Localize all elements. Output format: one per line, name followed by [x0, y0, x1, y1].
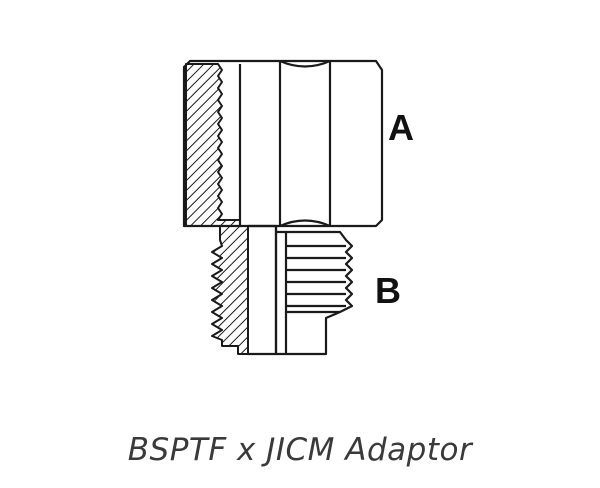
lower-stem-outline	[248, 224, 278, 356]
lower-section-hatch	[211, 225, 249, 355]
fitting-outline	[182, 59, 384, 356]
figure-caption: BSPTF x JICM Adaptor	[127, 432, 473, 468]
hex-chamfer-bottom	[279, 219, 331, 228]
label-a: A	[388, 107, 414, 148]
hex-chamfer-top	[279, 59, 331, 68]
upper-section-hatch	[185, 63, 241, 227]
upper-body-outline	[182, 59, 384, 228]
label-b: B	[375, 270, 401, 311]
